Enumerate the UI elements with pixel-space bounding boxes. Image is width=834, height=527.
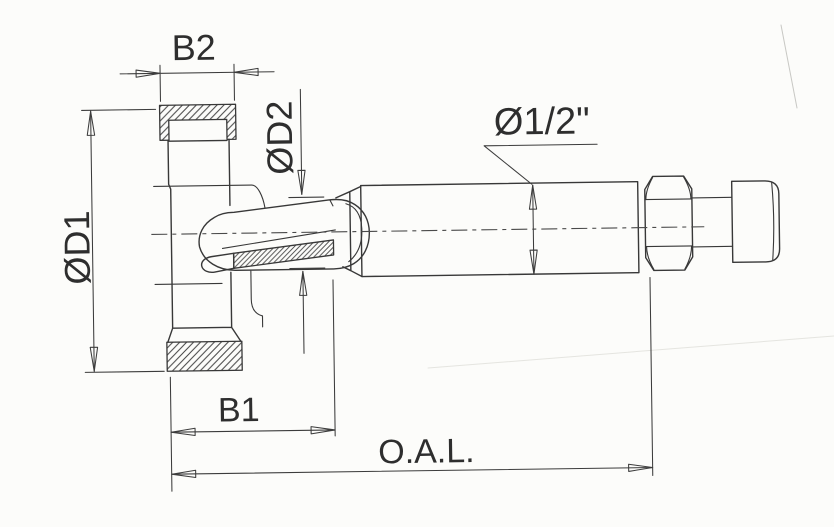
d1-arrowheads xyxy=(86,110,99,372)
dimension-d2: ØD2 xyxy=(258,88,326,354)
label-b1: B1 xyxy=(218,391,260,430)
d2-dimension-lines xyxy=(288,88,326,354)
label-oal: O.A.L. xyxy=(378,432,475,471)
screw-head-outline xyxy=(730,180,781,264)
disc-top-rim-hatch xyxy=(158,103,237,141)
d1-dimension-lines xyxy=(81,108,165,373)
shank-dia-leader-lines xyxy=(483,143,598,275)
screw-head-curvature-line xyxy=(771,182,775,261)
cutter-head xyxy=(198,198,371,274)
hex-nut-facet-lines xyxy=(644,198,694,248)
screw-neck-lines xyxy=(691,196,734,248)
shank-dia-arrowheads xyxy=(528,184,538,275)
shank-body-lines xyxy=(359,180,640,278)
neck-transition-lines xyxy=(335,185,363,278)
oal-arrowheads xyxy=(171,463,654,478)
dimension-b2: B2 xyxy=(119,27,275,102)
hub-bottom-line xyxy=(154,282,223,285)
oal-dimension-lines xyxy=(169,276,654,492)
insert-seat-line xyxy=(221,229,336,250)
head-gash-line xyxy=(329,199,334,207)
cutter-head-outline xyxy=(198,198,371,271)
dimension-b1: B1 xyxy=(170,279,336,437)
label-d1: ØD1 xyxy=(56,210,98,285)
scan-crease-line xyxy=(427,335,834,369)
dimension-shank-diameter: Ø1/2" xyxy=(483,100,598,275)
hex-nut-outline xyxy=(644,175,694,272)
dimension-oal: O.A.L. xyxy=(169,276,654,492)
b2-arrowheads xyxy=(135,67,259,78)
scan-artifacts xyxy=(427,24,834,369)
adjusting-screw xyxy=(691,180,781,264)
head-rear-lobe-line xyxy=(345,203,363,263)
label-b2: B2 xyxy=(171,27,216,69)
lock-nut xyxy=(644,175,694,272)
dimension-d1: ØD1 xyxy=(56,108,165,373)
center-line xyxy=(151,226,705,236)
d2-arrowheads xyxy=(297,169,308,296)
b2-dimension-lines xyxy=(119,63,275,102)
drawing-content: B2 ØD1 ØD2 Ø1/2" B1 xyxy=(56,27,781,492)
label-shank-diameter: Ø1/2" xyxy=(494,100,590,143)
scan-scratch-line xyxy=(780,24,798,109)
hub-top-line xyxy=(153,184,266,209)
hex-nut-facet-arcs xyxy=(645,176,693,271)
b1-arrowheads xyxy=(170,426,336,437)
b1-dimension-lines xyxy=(170,279,336,437)
cutter-disc-section xyxy=(153,103,266,372)
disc-bottom-rim-hatch xyxy=(166,340,243,372)
cutting-tooth-tip xyxy=(200,252,235,274)
disc-body-lines xyxy=(167,138,242,343)
disc-lower-gullet xyxy=(250,270,264,328)
label-d2: ØD2 xyxy=(258,100,300,175)
